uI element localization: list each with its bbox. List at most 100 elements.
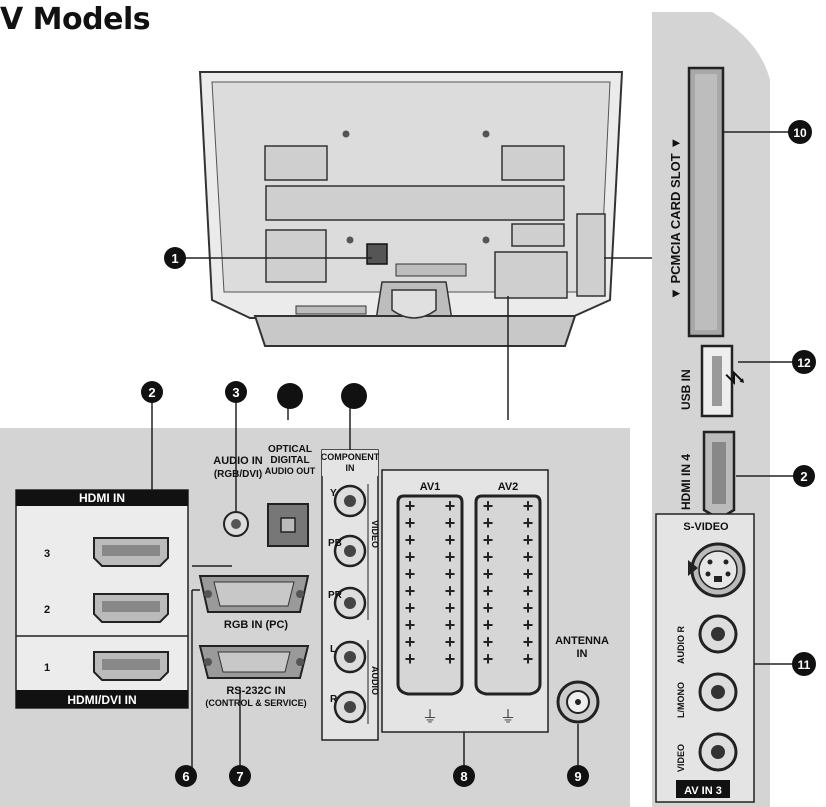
hdmi-dvi-in-label: HDMI/DVI IN	[67, 693, 136, 707]
rgb-in-port	[198, 575, 310, 613]
scart-pin: +	[523, 564, 534, 584]
comp-y-label: Y	[330, 488, 337, 499]
callout-badges: 1 2 3 6 7 8 9 10 12 2 11	[141, 120, 816, 787]
scart-pin: +	[445, 649, 456, 669]
audio-r-label: AUDIO R	[676, 626, 686, 665]
tv-back-illustration	[198, 71, 624, 347]
badge-8: 8	[453, 765, 475, 787]
antenna-label-2: IN	[577, 648, 588, 660]
hdmi-in-4-label: HDMI IN 4	[679, 454, 693, 510]
svg-text:6: 6	[182, 769, 189, 784]
scart-pin: +	[405, 530, 416, 550]
scart-pin: +	[523, 530, 534, 550]
scart-pin: +	[445, 547, 456, 567]
hdmi-port-1	[93, 651, 169, 681]
scart-pin: +	[405, 649, 416, 669]
callout-lines	[151, 131, 798, 770]
l-mono-label: L/MONO	[676, 682, 686, 718]
scart-pin: +	[445, 513, 456, 533]
hdmi-2-label: 2	[44, 604, 50, 616]
scart-pin: +	[405, 581, 416, 601]
optical-label-3: AUDIO OUT	[265, 466, 316, 476]
scart-av2	[474, 494, 542, 696]
comp-r-label: R	[330, 694, 338, 705]
av3-audio-l-jack	[698, 672, 738, 712]
scart-pin: +	[483, 649, 494, 669]
scart-pin: +	[445, 598, 456, 618]
svg-text:2: 2	[800, 469, 807, 484]
scart-pin: +	[483, 564, 494, 584]
optical-label-2: DIGITAL	[270, 455, 309, 466]
badge-10: 10	[788, 120, 812, 144]
scart-pin: +	[523, 513, 534, 533]
svg-text:⏚: ⏚	[500, 708, 516, 726]
svg-text:⏚: ⏚	[422, 708, 438, 726]
scart-pin: +	[445, 632, 456, 652]
connector-panel: ++++++++++++++++++++++++++++++++++++++++…	[0, 428, 630, 807]
comp-video-label: VIDEO	[370, 520, 380, 548]
badge-2a: 2	[141, 381, 163, 403]
hdmi-port-2	[93, 593, 169, 623]
svg-text:11: 11	[798, 658, 811, 672]
badge-5-blank	[341, 383, 367, 409]
badge-1: 1	[164, 247, 186, 269]
page-title: V Models	[0, 2, 151, 37]
component-jack-pr	[333, 586, 367, 620]
component-label-2: IN	[346, 463, 355, 473]
s-video-jack	[690, 542, 746, 598]
scart-pin: +	[483, 632, 494, 652]
scart-pin: +	[405, 513, 416, 533]
component-label-1: COMPONENT	[321, 452, 380, 462]
scart-pin: +	[523, 632, 534, 652]
s-video-label: S-VIDEO	[683, 521, 729, 533]
badge-2b: 2	[793, 465, 815, 487]
hdmi-in-label: HDMI IN	[79, 491, 125, 505]
svg-text:1: 1	[171, 251, 178, 266]
badge-9: 9	[567, 765, 589, 787]
svg-text:7: 7	[236, 769, 243, 784]
scart-pin: +	[445, 581, 456, 601]
usb-icon: ⭍	[725, 369, 747, 386]
antenna-in-jack	[556, 680, 600, 724]
av1-label: AV1	[420, 481, 441, 493]
comp-l-label: L	[330, 644, 336, 655]
svg-text:10: 10	[793, 126, 807, 140]
scart-pin: +	[445, 530, 456, 550]
svg-text:2: 2	[148, 385, 155, 400]
av3-audio-r-jack	[698, 614, 738, 654]
scart-pin: +	[483, 598, 494, 618]
scart-pin: +	[523, 598, 534, 618]
hdmi-1-label: 1	[44, 662, 50, 674]
badge-11: 11	[792, 652, 816, 676]
scart-pin: +	[405, 564, 416, 584]
component-jack-pb	[333, 534, 367, 568]
scart-pin: +	[405, 547, 416, 567]
scart-pin: +	[483, 513, 494, 533]
scart-pin: +	[405, 598, 416, 618]
scart-pin: +	[445, 615, 456, 635]
svg-text:12: 12	[797, 356, 811, 370]
scart-pin: +	[483, 615, 494, 635]
rs232-label-2: (CONTROL & SERVICE)	[205, 698, 306, 708]
av-in-3-label: AV IN 3	[684, 785, 722, 797]
hdmi-3-label: 3	[44, 548, 50, 560]
hdmi-port-4	[702, 430, 736, 518]
pcmcia-label: ▼ PCMCIA CARD SLOT ▼	[668, 137, 683, 300]
scart-pin: +	[405, 496, 416, 516]
badge-3: 3	[225, 381, 247, 403]
svg-text:3: 3	[232, 385, 239, 400]
connector-labels: AUDIO IN (RGB/DVI) OPTICAL DIGITAL AUDIO…	[44, 137, 729, 797]
scart-pin: +	[483, 496, 494, 516]
av2-label: AV2	[498, 481, 519, 493]
badge-6: 6	[175, 765, 197, 787]
scart-pin: +	[483, 581, 494, 601]
badge-4-blank	[277, 383, 303, 409]
component-jack-l	[333, 640, 367, 674]
av3-video-jack	[698, 732, 738, 772]
scart-pin: +	[483, 547, 494, 567]
scart-pin: +	[483, 530, 494, 550]
optical-label-1: OPTICAL	[268, 444, 312, 455]
scart-pin: +	[405, 632, 416, 652]
optical-out-port	[267, 503, 309, 547]
